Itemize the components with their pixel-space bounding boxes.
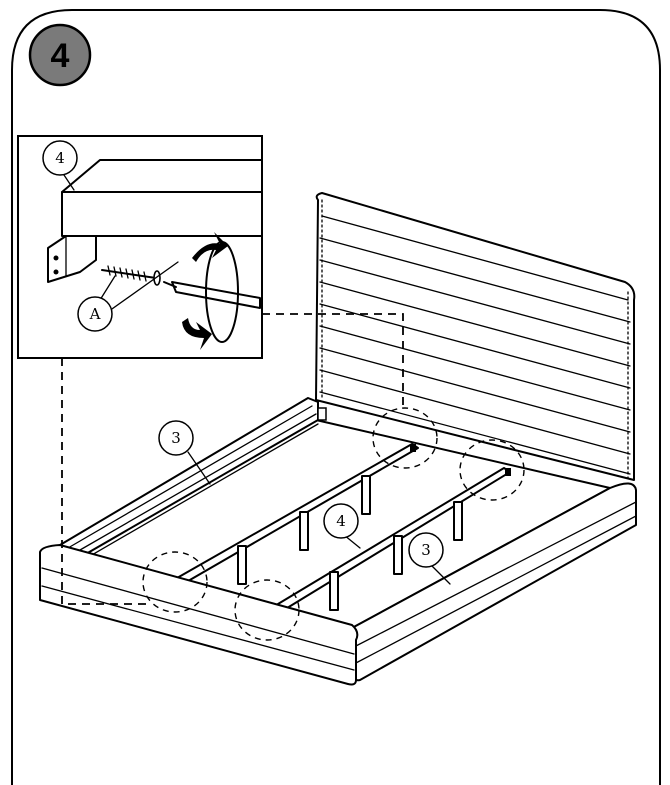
callout-rail-right: 3 (408, 532, 444, 568)
rotation-arrow-bottom-icon (182, 318, 212, 350)
mounting-bracket (47, 235, 97, 283)
detail-circle-foot-left (142, 551, 208, 613)
inset-leader-left (61, 358, 150, 605)
callout-rail-left: 3 (158, 420, 194, 456)
headboard (315, 192, 636, 481)
inset-leader-right (262, 313, 404, 408)
footboard (39, 544, 359, 686)
page-frame (11, 9, 661, 785)
bed: 3 4 3 (39, 192, 637, 686)
rotation-arrow-top-icon (192, 232, 228, 262)
screw-icon (99, 265, 161, 301)
right-side-rail (351, 482, 637, 682)
detail-circle-head-right (459, 439, 525, 501)
callout-slat: 4 (323, 503, 359, 539)
detail-circle-foot-right (234, 579, 300, 641)
callout-screw: A (77, 296, 113, 332)
callout-inset-part: 4 (42, 140, 78, 176)
inset-detail: 4 A (17, 135, 263, 359)
step-number: 4 (51, 37, 70, 75)
svg-text:4: 4 (55, 149, 65, 167)
svg-text:4: 4 (336, 512, 346, 530)
svg-text:3: 3 (421, 541, 431, 559)
svg-text:3: 3 (171, 429, 181, 447)
center-slats (169, 443, 511, 617)
step-badge: 4 (28, 23, 92, 87)
detail-circle-head-left (372, 407, 438, 469)
svg-text:A: A (89, 305, 101, 323)
